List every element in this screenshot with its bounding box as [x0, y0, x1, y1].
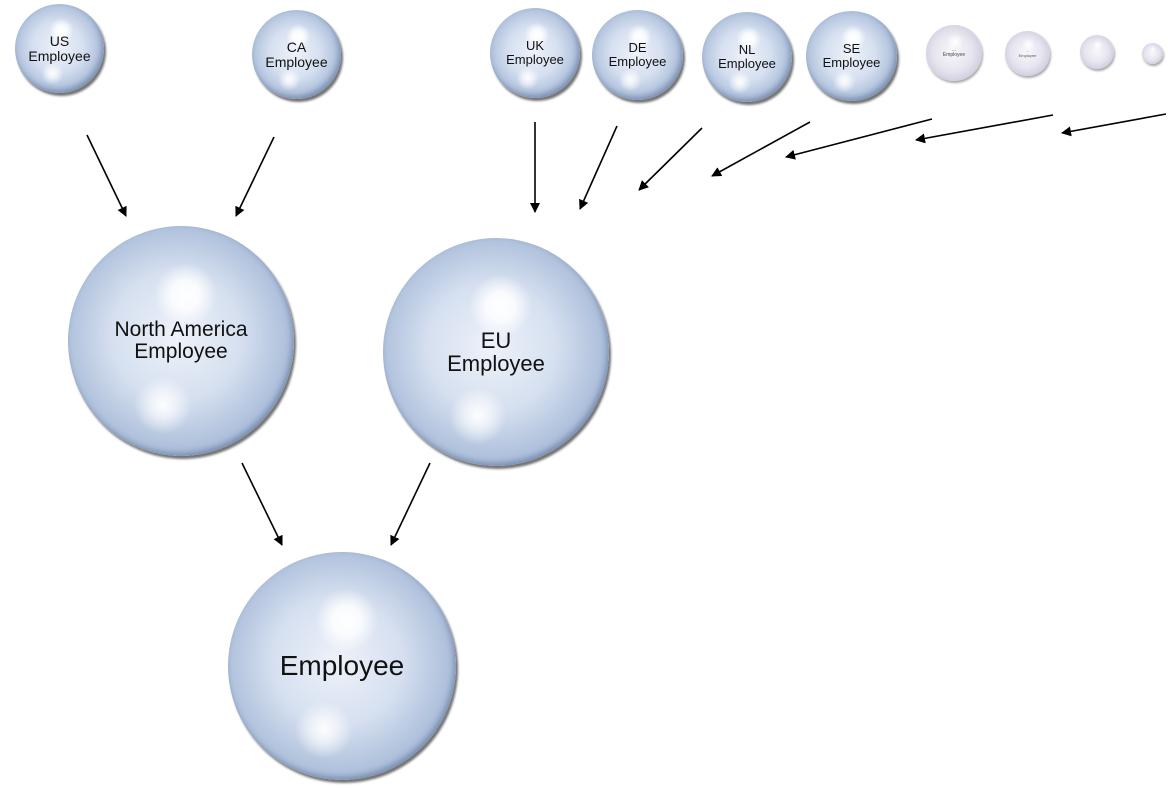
employee-root-label: Employee [279, 650, 405, 682]
arrow-ca-to-na [235, 136, 275, 217]
se-employee-node: SE Employee [806, 11, 897, 101]
north-america-employee-label: North America Employee [114, 317, 248, 363]
us-employee-node: US Employee [15, 4, 104, 93]
ca-employee-label: CA Employee [265, 38, 328, 70]
arrow-eu-to-employee [390, 462, 431, 546]
small-employee-label-1: … Employee [942, 46, 966, 58]
ca-employee-node: CA Employee [252, 10, 341, 99]
arrow-small1-to-eu [785, 118, 933, 160]
nl-employee-label: NL Employee [718, 42, 776, 71]
small-employee-node-2: … Employee [1005, 31, 1050, 76]
se-employee-label: SE Employee [822, 41, 881, 70]
small-employee-label-2: … Employee [1018, 48, 1037, 58]
uk-employee-node: UK Employee [490, 8, 580, 98]
arrow-se-to-eu [711, 121, 811, 177]
eu-employee-node: EU Employee [383, 238, 609, 466]
arrow-small2-to-eu [915, 114, 1054, 144]
tiny-employee-node-1 [1080, 35, 1114, 69]
north-america-employee-node: North America Employee [68, 226, 294, 456]
employee-root-node: Employee [228, 552, 456, 780]
de-employee-label: DE Employee [608, 40, 667, 69]
eu-employee-label: EU Employee [447, 327, 545, 376]
us-employee-label: US Employee [28, 32, 91, 64]
tiny-employee-node-2 [1142, 43, 1163, 64]
uk-employee-label: UK Employee [506, 38, 564, 67]
de-employee-node: DE Employee [592, 10, 683, 100]
arrow-nl-to-eu [638, 127, 703, 191]
small-employee-node-1: … Employee [926, 25, 982, 81]
arrow-na-to-employee [241, 462, 283, 546]
arrow-us-to-na [86, 134, 127, 217]
arrow-tiny-to-eu [1061, 113, 1167, 137]
arrow-de-to-eu [579, 125, 618, 210]
nl-employee-node: NL Employee [702, 12, 792, 102]
